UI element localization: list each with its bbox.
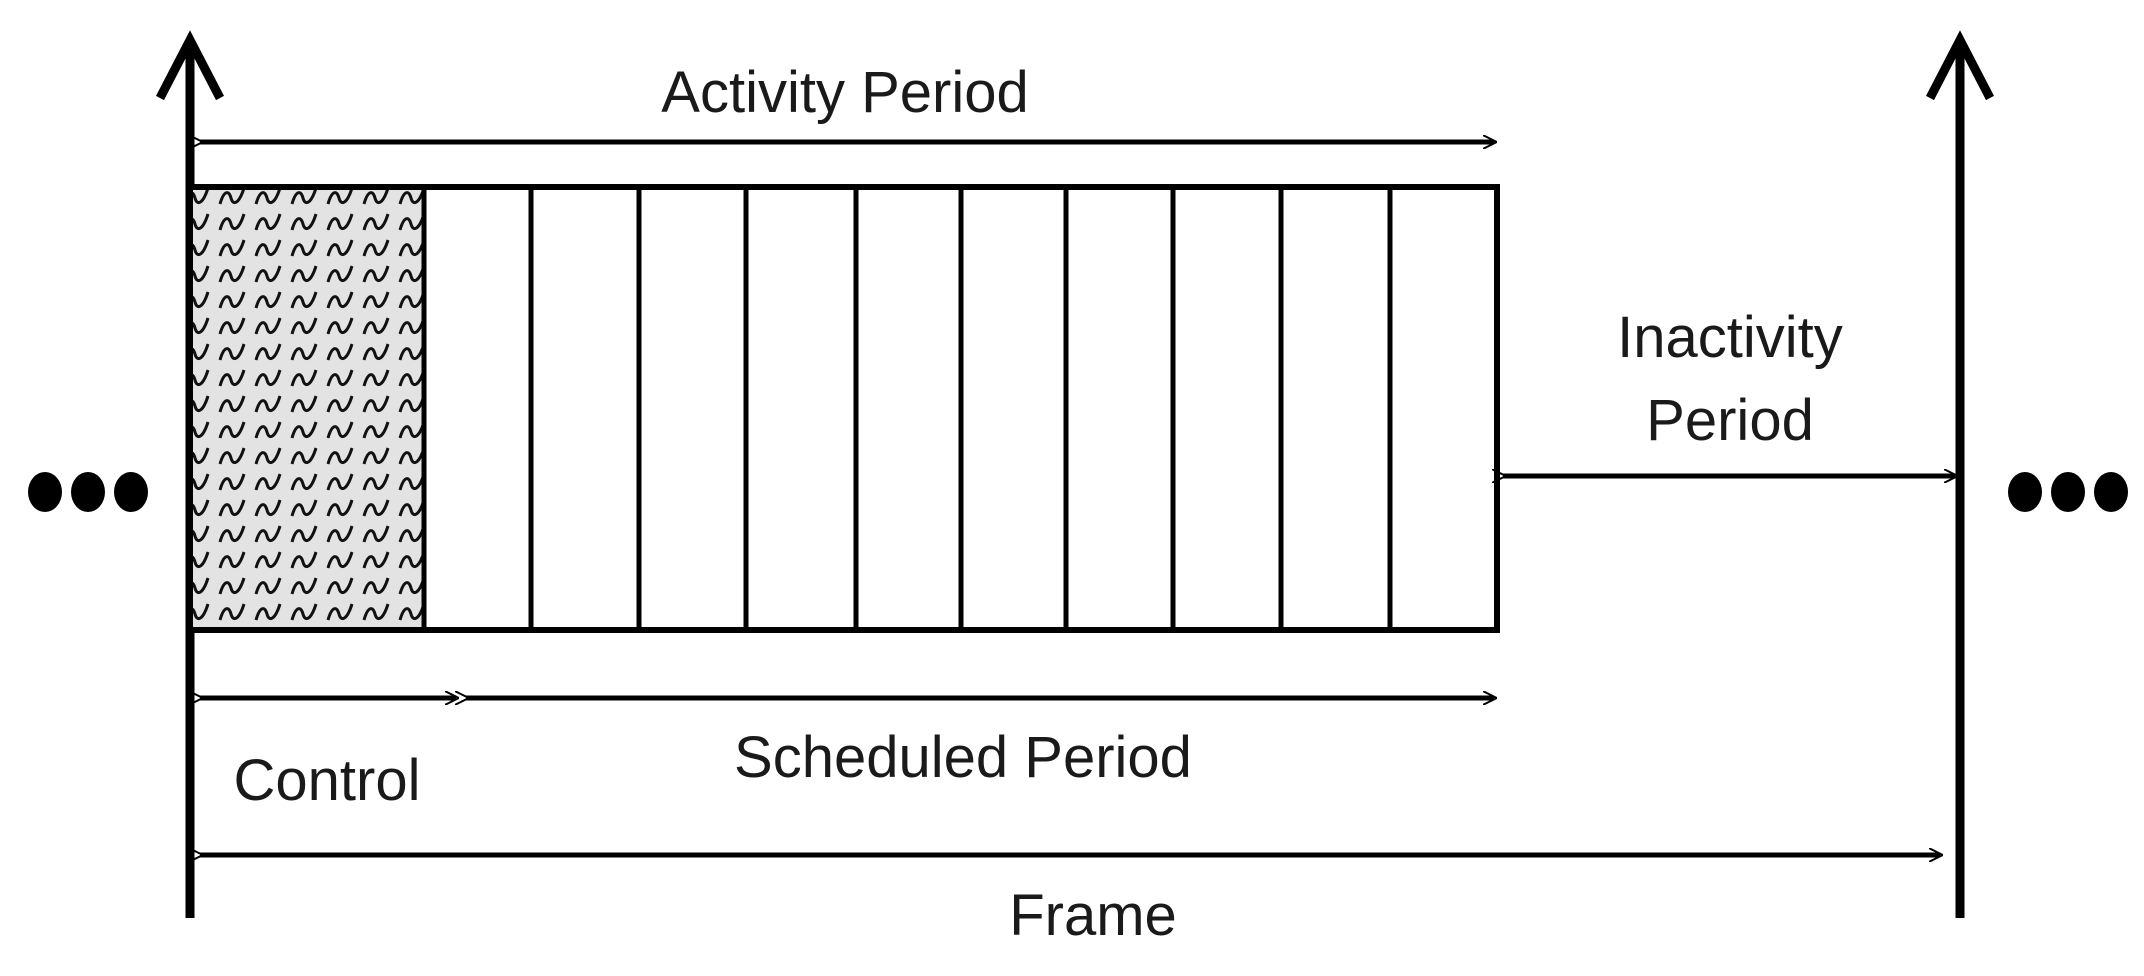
scheduled-slots [421, 187, 1393, 630]
frame-label: Frame [1009, 883, 1177, 948]
control-slot [190, 187, 424, 630]
control-label: Control [234, 748, 421, 813]
activity-period-box [187, 184, 1500, 633]
ellipsis-dots-icon [28, 472, 148, 512]
inactivity-period-label-line2: Period [1646, 388, 1814, 453]
activity-period-label: Activity Period [661, 60, 1028, 125]
scheduled-period-label: Scheduled Period [734, 725, 1192, 790]
ellipsis-dots-icon [2008, 472, 2128, 512]
inactivity-period-label-line1: Inactivity [1617, 305, 1843, 370]
arrow-up-icon [1926, 30, 1994, 101]
arrow-up-icon [156, 30, 224, 101]
